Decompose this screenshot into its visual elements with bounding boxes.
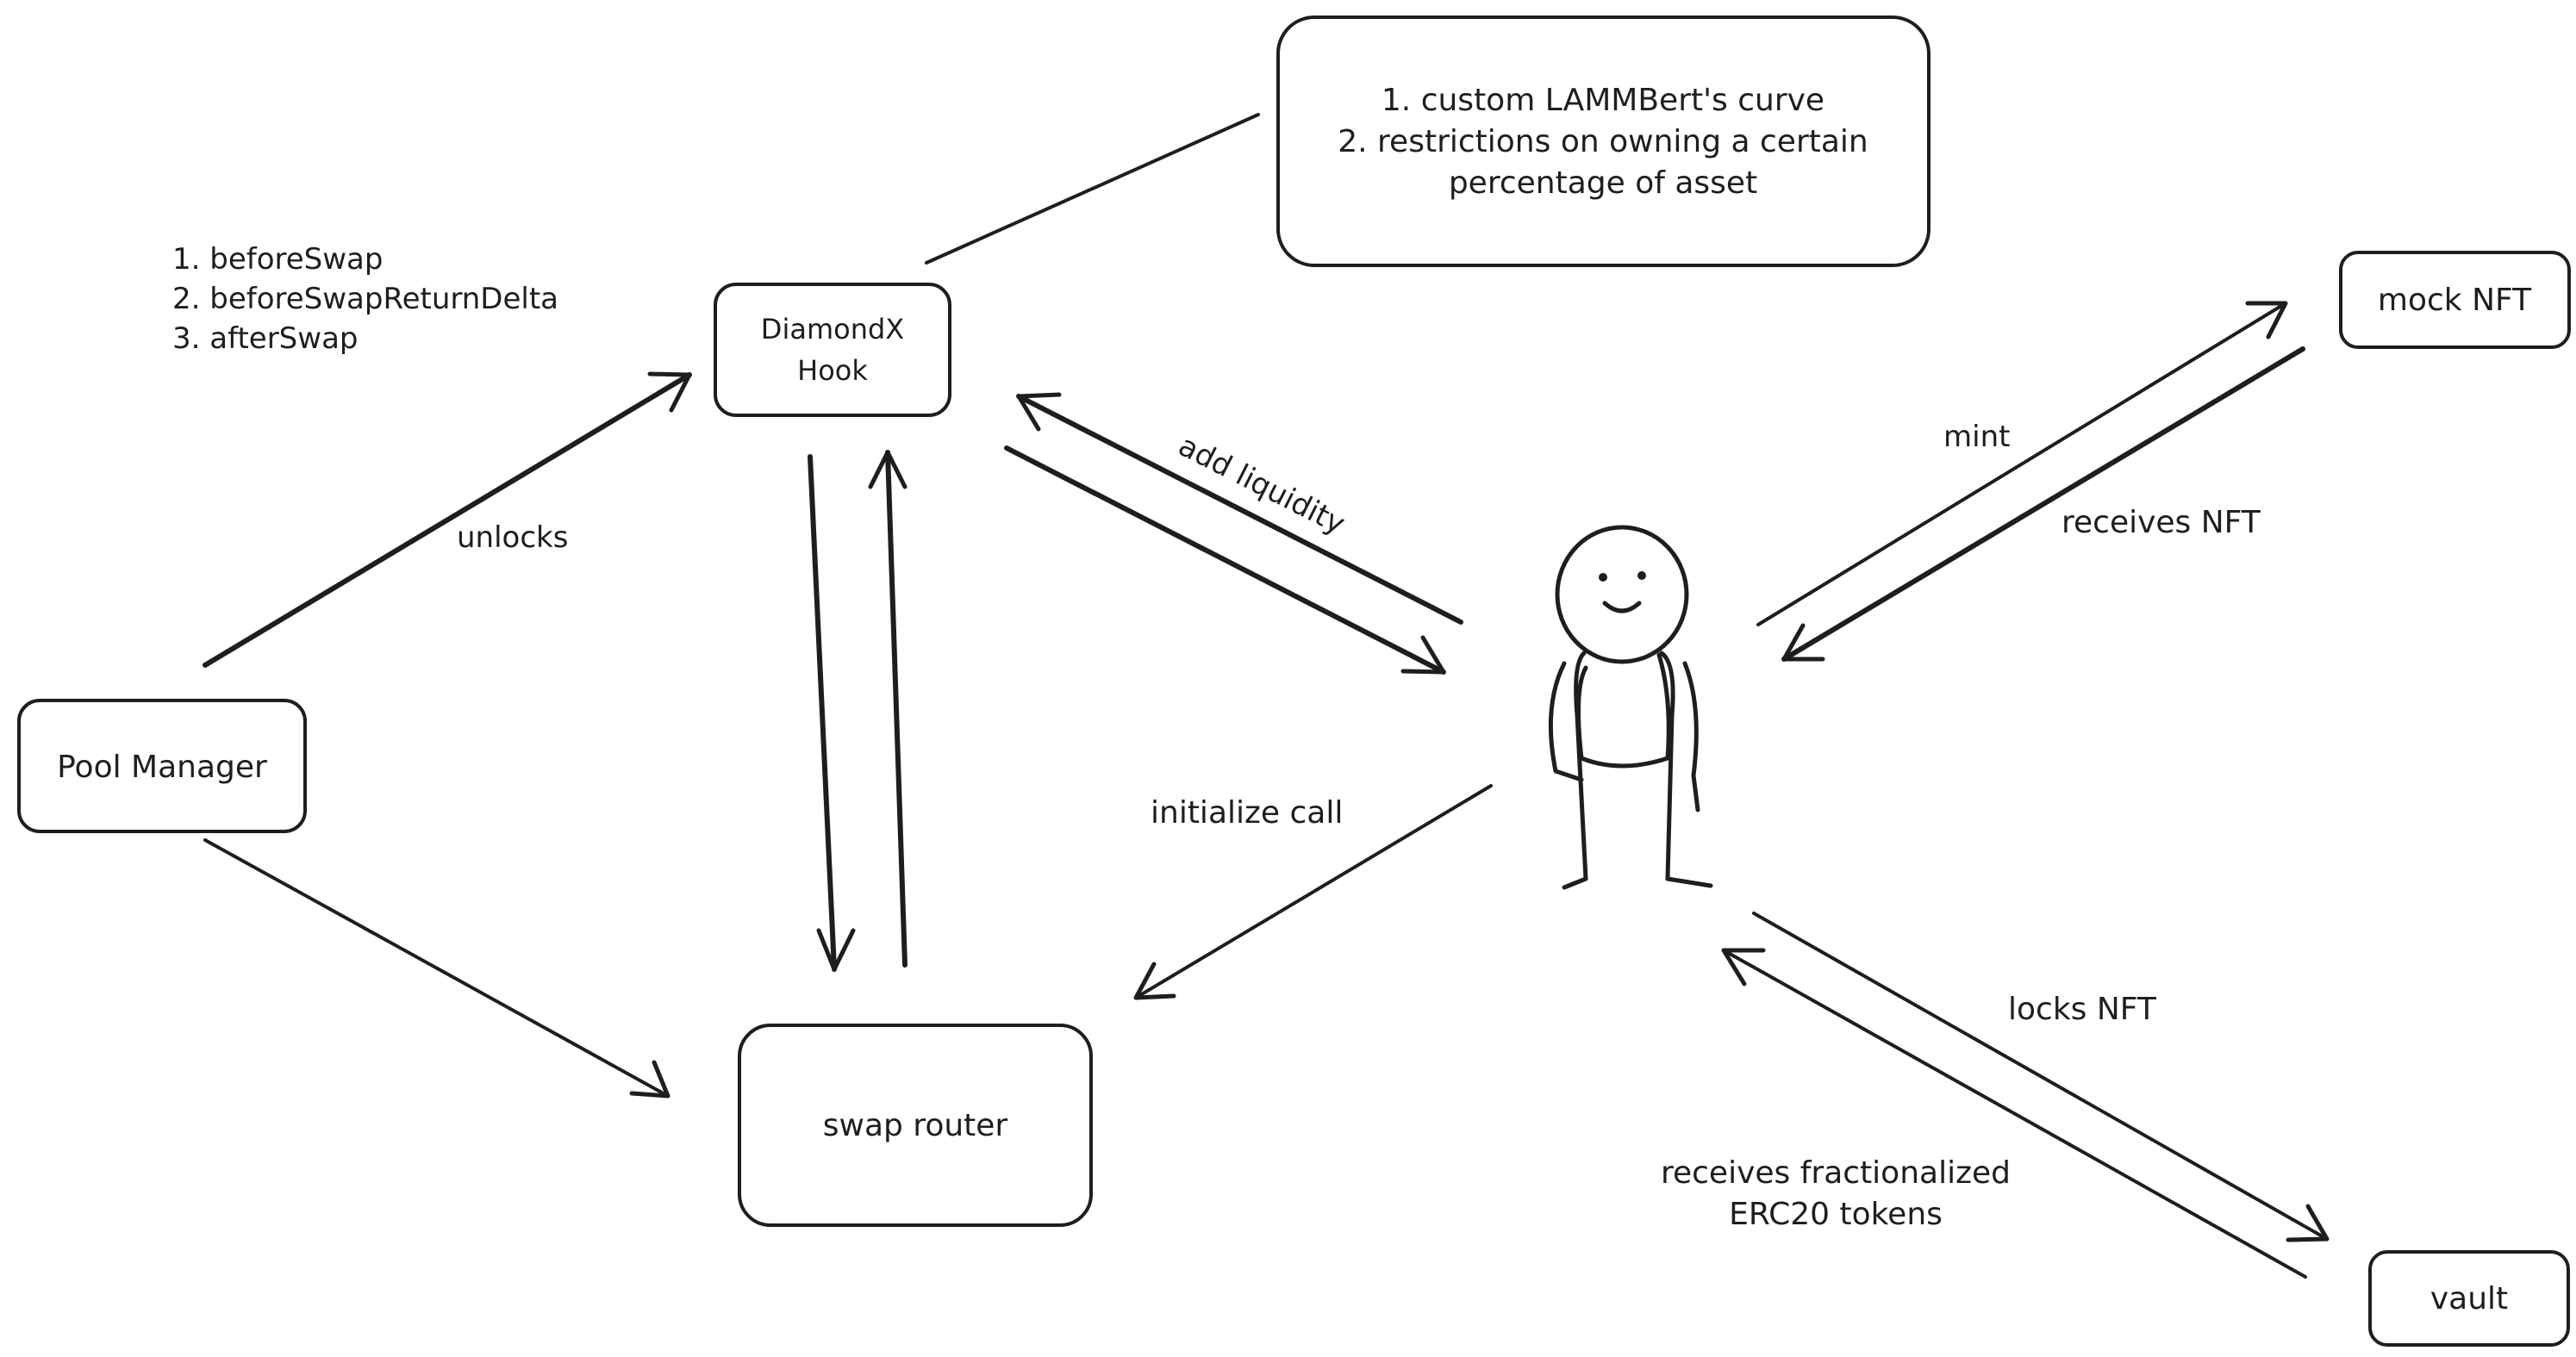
edge-hook-to-router [808, 454, 856, 972]
label-receives-tokens-line-2: ERC20 tokens [1729, 1197, 1943, 1232]
edge-initialize-call [1133, 784, 1493, 1000]
edge-unlocks [203, 371, 692, 668]
features-note-line-1: 1. custom LAMMBert's curve [1382, 83, 1824, 118]
edge-pool-to-router [203, 838, 671, 1099]
label-mint: mint [1943, 420, 2010, 454]
edge-mint [1756, 301, 2288, 626]
features-note-line-3: percentage of asset [1449, 165, 1757, 201]
edge-locks-nft [1752, 912, 2330, 1242]
diamondx-hook-node[interactable]: DiamondX Hook [714, 283, 951, 417]
edge-router-to-hook [868, 450, 908, 968]
features-note-line-2: 2. restrictions on owning a certain [1338, 124, 1868, 159]
edge-receives-tokens [1721, 948, 2307, 1279]
vault-label: vault [2430, 1281, 2508, 1317]
hook-callbacks-line-3: 3. afterSwap [172, 321, 359, 356]
mock-nft-node[interactable]: mock NFT [2339, 251, 2571, 349]
label-add-liquidity: add liquidity [1173, 428, 1350, 541]
features-note-box: 1. custom LAMMBert's curve 2. restrictio… [1276, 16, 1930, 267]
hook-callbacks-line-2: 2. beforeSwapReturnDelta [172, 282, 558, 316]
label-receives-nft: receives NFT [2061, 505, 2261, 540]
swap-router-label: swap router [823, 1108, 1008, 1143]
vault-node[interactable]: vault [2368, 1250, 2570, 1347]
hook-callbacks-line-1: 1. beforeSwap [172, 242, 383, 277]
swap-router-node[interactable]: swap router [738, 1024, 1093, 1227]
hook-callbacks-note: 1. beforeSwap 2. beforeSwapReturnDelta 3… [172, 242, 558, 356]
label-initialize-call: initialize call [1151, 795, 1343, 831]
pool-manager-node[interactable]: Pool Manager [17, 699, 307, 833]
diamondx-hook-label-line-1: DiamondX [761, 313, 904, 345]
label-receives-tokens-line-1: receives fractionalized [1661, 1155, 2011, 1191]
mock-nft-label: mock NFT [2378, 283, 2532, 318]
label-locks-nft: locks NFT [2008, 992, 2157, 1027]
label-unlocks: unlocks [457, 520, 568, 555]
diamondx-hook-label-line-2: Hook [797, 354, 868, 387]
pool-manager-label: Pool Manager [57, 750, 267, 785]
note-connector [925, 113, 1260, 265]
edge-receives-nft [1781, 346, 2305, 662]
edge-hook-to-user [1004, 445, 1446, 675]
stick-figure-user-icon [1548, 525, 1713, 890]
edge-user-to-hook [1016, 392, 1463, 625]
